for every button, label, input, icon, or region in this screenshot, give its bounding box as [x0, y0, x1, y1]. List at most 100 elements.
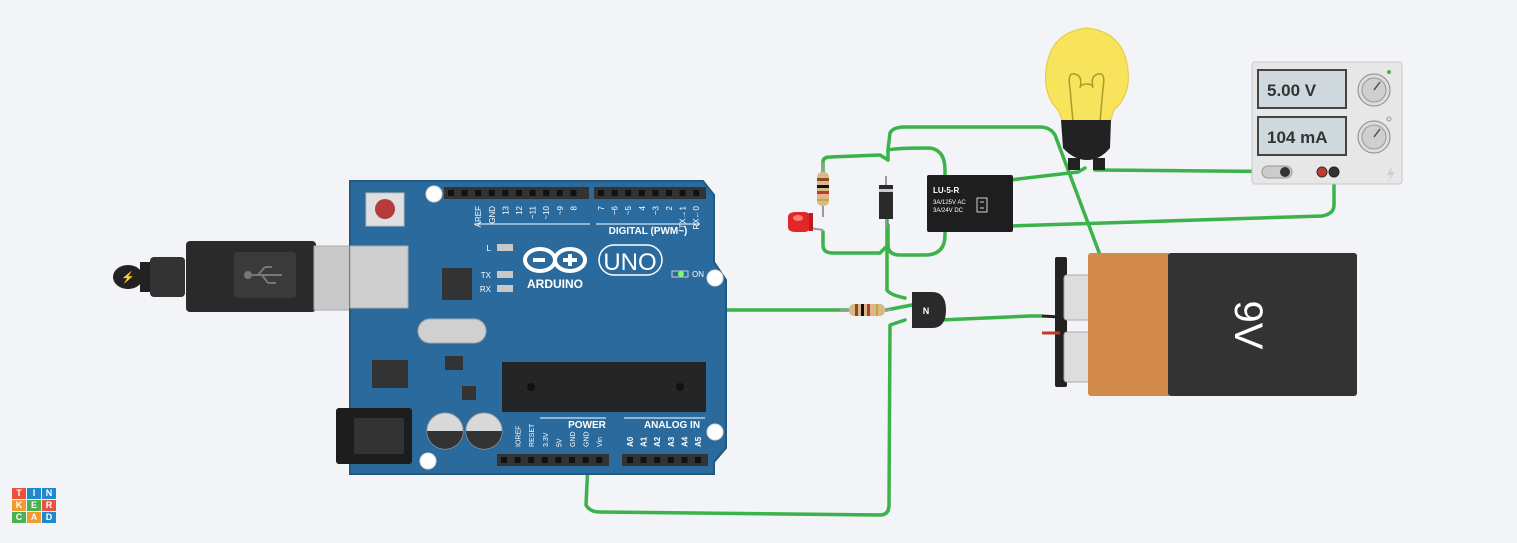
capacitor: [465, 412, 503, 450]
logo-letter: A: [27, 512, 41, 523]
pin-hole[interactable]: [681, 457, 688, 463]
lightning-icon: [1387, 166, 1395, 182]
battery-leads: [1041, 314, 1061, 335]
npn-transistor[interactable]: N: [912, 292, 946, 328]
led-rx: [497, 285, 513, 292]
led-tx-label: TX: [481, 271, 492, 280]
current-knob[interactable]: [1357, 116, 1392, 154]
pin-hole[interactable]: [693, 190, 700, 196]
terminal-positive[interactable]: [1316, 166, 1328, 178]
wire-emitter-to-battery[interactable]: [938, 314, 1044, 322]
led-tx: [497, 271, 513, 278]
small-chip: [462, 386, 476, 400]
pin-hole[interactable]: [582, 457, 589, 463]
pin-hole[interactable]: [640, 457, 647, 463]
current-display: 104 mA: [1267, 128, 1327, 147]
logo-letter: K: [12, 500, 26, 511]
power-analog-pin-holes[interactable]: [501, 457, 701, 463]
small-chip: [445, 356, 463, 370]
pin-hole[interactable]: [695, 457, 701, 463]
pin-hole[interactable]: [501, 457, 507, 463]
digital-pin-label: RX←0: [692, 205, 701, 229]
digital-pin-label: AREF: [474, 206, 483, 227]
power-supply[interactable]: 5.00 V 104 mA: [1251, 61, 1403, 185]
relay-rating-ac: 3A/125V AC: [933, 200, 966, 206]
logo-letter: I: [27, 488, 41, 499]
usb-icon: [244, 266, 282, 284]
pin-hole[interactable]: [638, 190, 645, 196]
analog-pin-label: A5: [694, 436, 703, 447]
logo-letter: C: [12, 512, 26, 523]
pin-hole[interactable]: [528, 457, 535, 463]
regulator: [372, 360, 408, 388]
reset-button[interactable]: [365, 192, 405, 227]
digital-pin-label: TX→1: [679, 205, 688, 228]
wires: [584, 125, 1336, 517]
logo-letter: E: [27, 500, 41, 511]
digital-header-label: DIGITAL (PWM~): [609, 226, 688, 237]
diode[interactable]: [879, 176, 893, 228]
pin-hole[interactable]: [569, 457, 575, 463]
wire-diode-loop[interactable]: [886, 146, 947, 257]
pin-hole[interactable]: [529, 190, 536, 196]
wire-led-loop[interactable]: [821, 230, 890, 255]
pin-hole[interactable]: [461, 190, 468, 196]
pin-hole[interactable]: [654, 457, 661, 463]
wire-gnd-to-emitter[interactable]: [584, 318, 907, 517]
pin-hole[interactable]: [598, 190, 604, 196]
battery-9v[interactable]: 9V: [1041, 253, 1357, 396]
relay-rating-dc: 3A/24V DC: [933, 208, 964, 214]
mounting-hole: [419, 452, 437, 470]
pin-hole[interactable]: [679, 190, 686, 196]
relay[interactable]: LU-5-R 3A/125V AC 3A/24V DC: [927, 175, 1013, 232]
digital-pin-label: 7: [597, 205, 606, 210]
led-resistor[interactable]: [817, 163, 829, 217]
pin-hole[interactable]: [448, 190, 454, 196]
pin-hole[interactable]: [541, 457, 548, 463]
pin-hole[interactable]: [555, 457, 562, 463]
analog-pin-label: A4: [680, 436, 689, 447]
pin-hole[interactable]: [596, 457, 603, 463]
pin-hole[interactable]: [652, 190, 659, 196]
pin-hole[interactable]: [488, 190, 495, 196]
voltage-knob[interactable]: [1357, 70, 1391, 107]
power-header[interactable]: [497, 454, 609, 466]
wire-relay-bulb-top[interactable]: [886, 125, 1102, 257]
wire-resistor-top[interactable]: [821, 153, 890, 177]
on-led: [678, 271, 684, 277]
digital-pin-label: 8: [569, 205, 578, 210]
pin-hole[interactable]: [570, 190, 577, 196]
pin-hole[interactable]: [514, 457, 521, 463]
arduino-model: UNO: [603, 249, 656, 276]
terminal-negative[interactable]: [1328, 166, 1340, 178]
light-bulb[interactable]: [1045, 27, 1129, 170]
digital-pin-label: ~9: [556, 205, 565, 215]
wire-relay-to-bulb[interactable]: [1008, 166, 1087, 182]
pin-hole[interactable]: [627, 457, 633, 463]
digital-header-right[interactable]: [594, 187, 706, 199]
digital-pin-holes[interactable]: [448, 190, 700, 196]
digital-pin-label: ~5: [624, 205, 633, 215]
pin-hole[interactable]: [666, 190, 672, 196]
base-resistor[interactable]: [840, 304, 892, 316]
led-l: [497, 244, 513, 251]
pin-hole[interactable]: [516, 190, 522, 196]
pin-hole[interactable]: [543, 190, 550, 196]
pin-hole[interactable]: [556, 190, 563, 196]
power-pin-label: 5V: [556, 438, 563, 447]
pin-hole[interactable]: [475, 190, 482, 196]
analog-pin-label: A1: [640, 436, 649, 447]
mounting-hole: [425, 185, 443, 203]
wire-relay-to-supply[interactable]: [1008, 173, 1336, 228]
pin-hole[interactable]: [502, 190, 509, 196]
pin-hole[interactable]: [667, 457, 674, 463]
digital-pin-label: 13: [501, 205, 510, 214]
pin-hole[interactable]: [611, 190, 618, 196]
red-led[interactable]: [788, 212, 824, 232]
pin-hole[interactable]: [625, 190, 632, 196]
wire-collector-branch[interactable]: [885, 288, 907, 300]
